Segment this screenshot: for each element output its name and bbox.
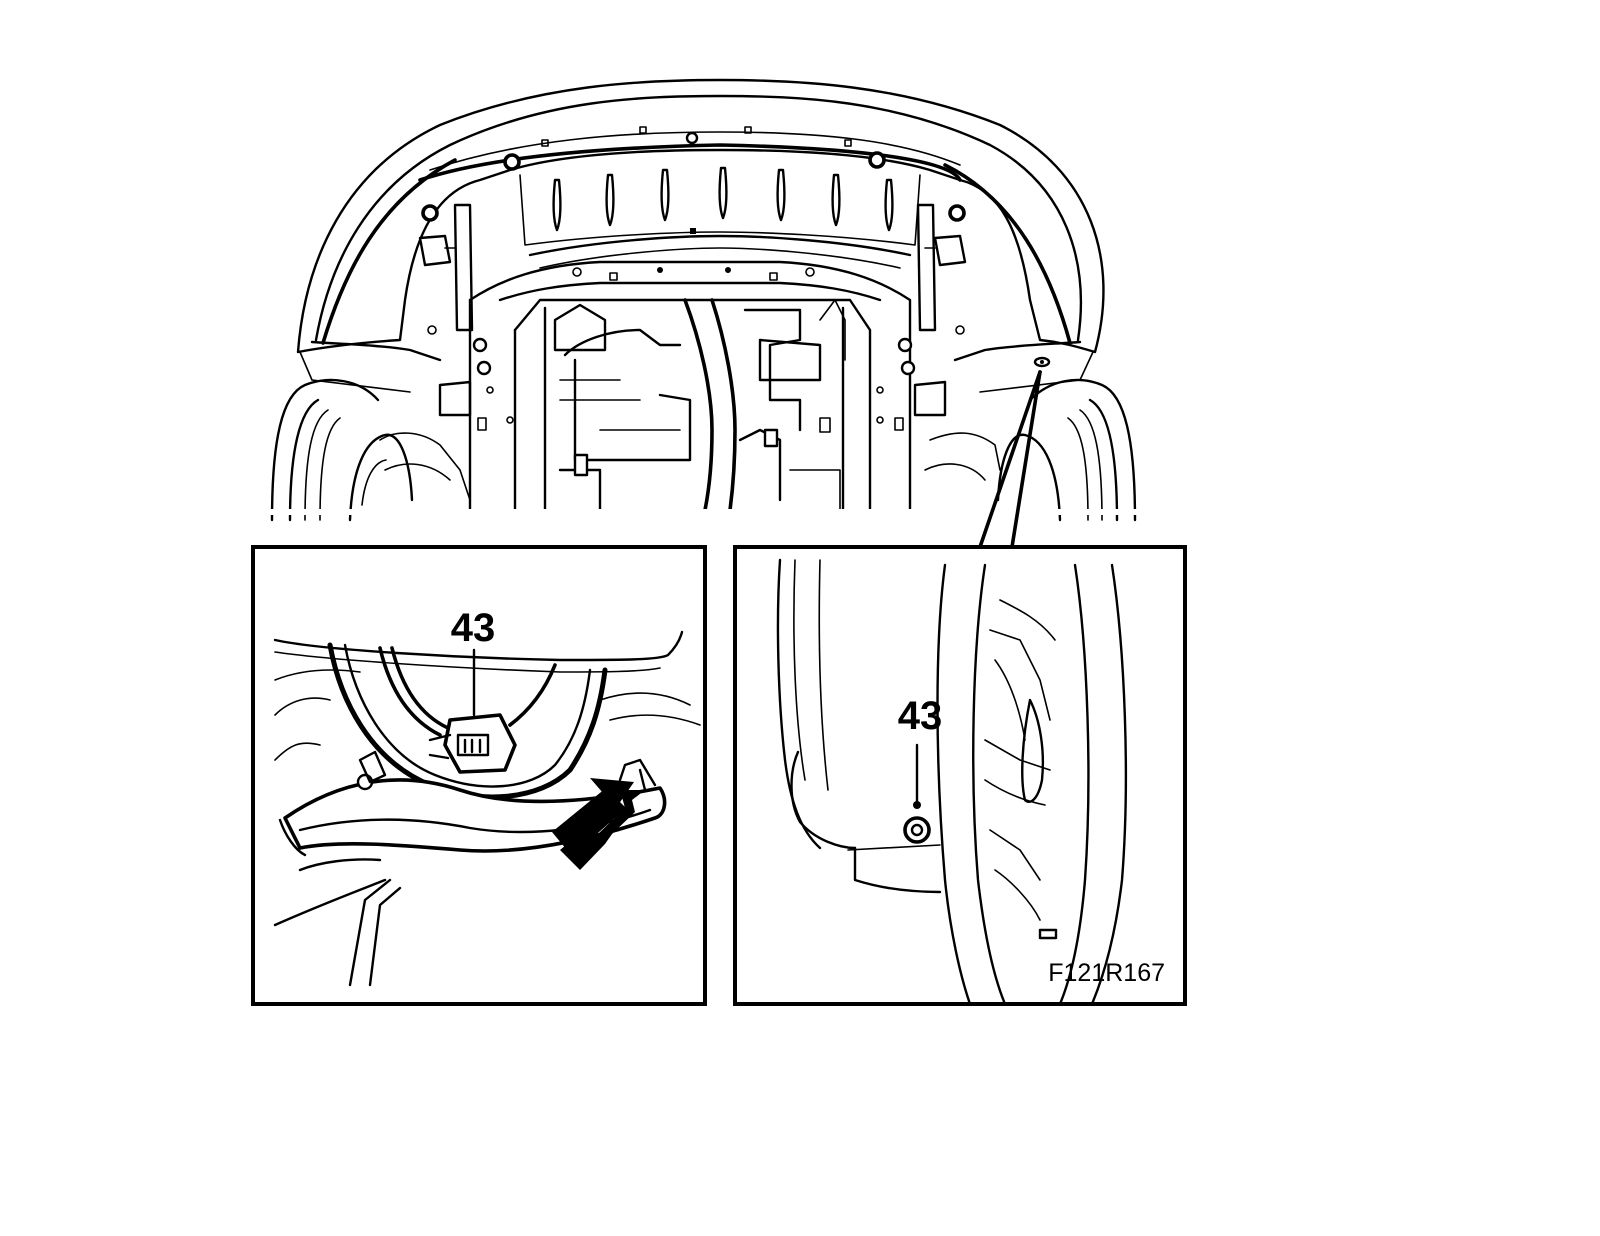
figure-code: F121R167 — [1048, 959, 1165, 987]
left-callout-label: 43 — [451, 606, 496, 650]
item-43-fastener — [903, 816, 931, 844]
center-tunnel — [553, 298, 737, 512]
item-43-location-marker — [1033, 356, 1051, 368]
right-chassis-details — [738, 299, 846, 511]
right-wheel — [996, 378, 1137, 522]
right-detail-inset: 43 F121R167 — [733, 545, 1187, 1006]
bumper-inner-ribs — [519, 166, 921, 269]
rear-subframe — [468, 260, 912, 512]
left-detail-inset: 43 — [251, 545, 707, 1006]
magnify-leader-lines — [978, 370, 1042, 549]
right-callout-label: 43 — [898, 694, 943, 738]
rear-underbody-view — [270, 78, 1138, 522]
left-wheel — [270, 378, 414, 522]
suspension-details — [379, 325, 1001, 501]
rear-bumper-shell — [296, 78, 1105, 393]
bumper-fasteners — [421, 126, 966, 222]
side-brackets — [418, 203, 967, 332]
